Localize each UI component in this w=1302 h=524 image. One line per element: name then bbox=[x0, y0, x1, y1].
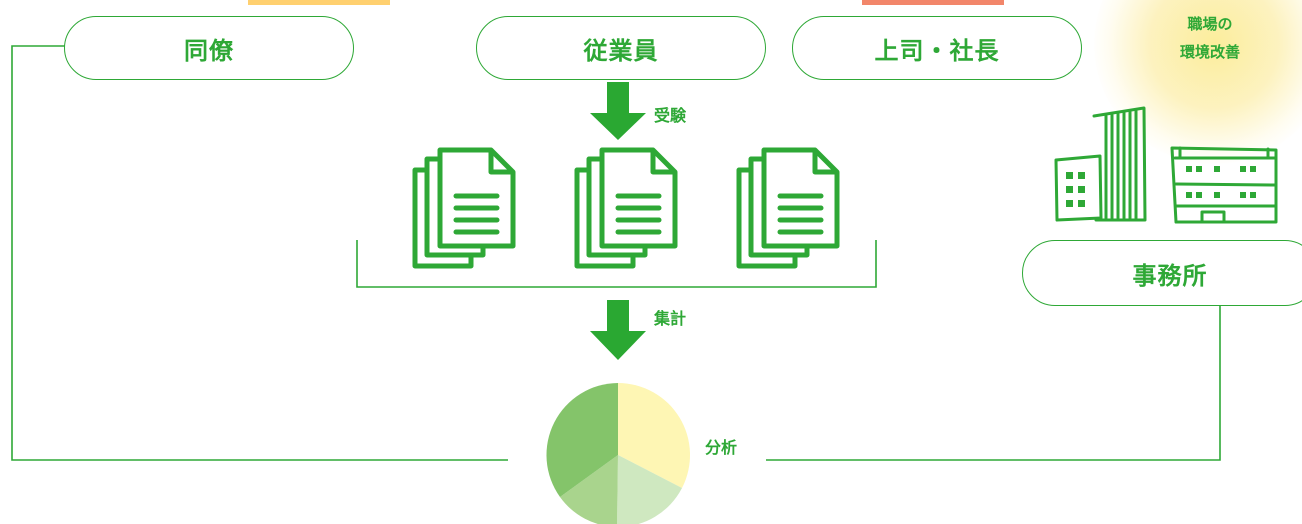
outcome-label: 職場の 環境改善 bbox=[1148, 10, 1272, 66]
office-connector-line bbox=[766, 306, 1221, 461]
coworkers-pill: 同僚 bbox=[64, 16, 354, 80]
down-arrow-icon bbox=[590, 82, 646, 140]
take-test-label: 受験 bbox=[654, 106, 687, 125]
boss-label: 上司・社長 bbox=[874, 36, 1000, 65]
down-arrow-icon bbox=[590, 300, 646, 360]
top-bar-red bbox=[862, 0, 1004, 5]
office-buildings-icon bbox=[1054, 106, 1278, 224]
aggregate-label: 集計 bbox=[654, 309, 687, 328]
office-windows bbox=[1066, 166, 1256, 207]
pie-slice-yellow bbox=[618, 383, 691, 488]
pie-chart-icon bbox=[546, 383, 691, 524]
outcome-line-1: 職場の bbox=[1187, 15, 1233, 33]
documents-bracket bbox=[356, 240, 877, 288]
pie-slice-dark-green bbox=[546, 383, 618, 497]
office-label: 事務所 bbox=[1132, 261, 1208, 290]
coworkers-label: 同僚 bbox=[184, 36, 234, 65]
document-stack-icon bbox=[412, 147, 516, 269]
outcome-line-2: 環境改善 bbox=[1179, 43, 1240, 61]
document-stack-icon bbox=[736, 147, 840, 269]
employees-label: 従業員 bbox=[583, 36, 659, 65]
analyze-label: 分析 bbox=[705, 438, 738, 457]
employees-pill: 従業員 bbox=[476, 16, 766, 80]
pie-slice-mid-green bbox=[560, 455, 618, 524]
pie-slice-light-green bbox=[617, 455, 682, 524]
coworkers-connector-line bbox=[11, 45, 508, 461]
office-pill: 事務所 bbox=[1022, 240, 1302, 306]
boss-pill: 上司・社長 bbox=[792, 16, 1082, 80]
document-stack-icon bbox=[574, 147, 678, 269]
top-bar-orange bbox=[248, 0, 390, 5]
